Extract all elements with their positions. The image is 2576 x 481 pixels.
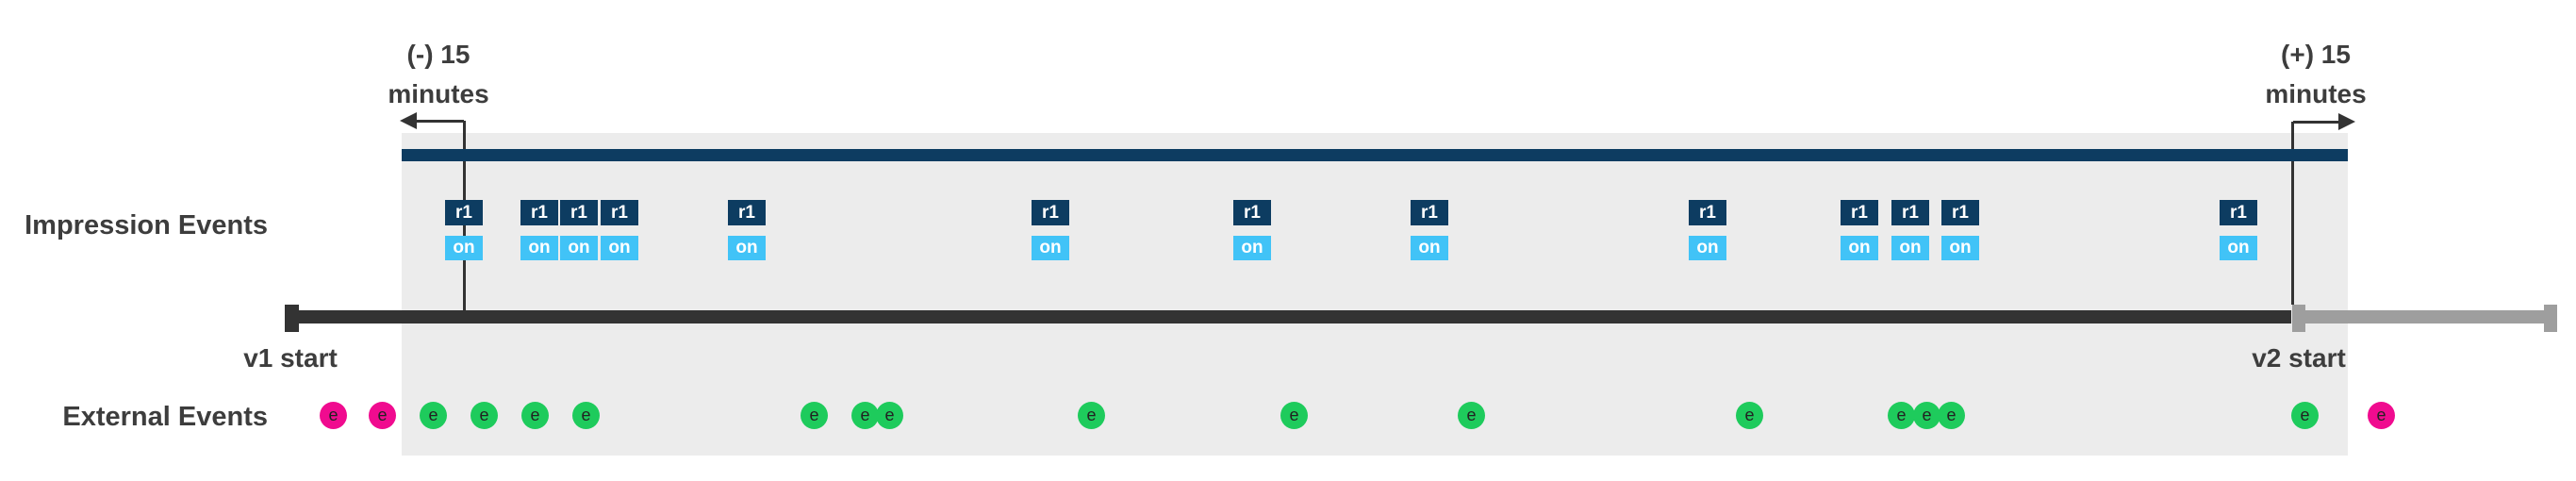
impression-state-badge: on — [728, 236, 766, 260]
impression-event-unit: r1 on — [1841, 200, 1878, 260]
impression-state-badge: on — [520, 236, 558, 260]
impression-badge: r1 — [601, 200, 638, 225]
external-event-dot: e — [1280, 402, 1308, 429]
plus-15-line2: minutes — [2265, 79, 2367, 108]
external-event-dot: e — [2368, 402, 2395, 429]
impression-events-row-label: Impression Events — [25, 210, 268, 240]
impression-state-badge: on — [2220, 236, 2257, 260]
impression-badge: r1 — [560, 200, 598, 225]
minus-15-line1: (-) 15 — [406, 40, 471, 69]
impression-badge: r1 — [1689, 200, 1726, 225]
impression-badge: r1 — [1891, 200, 1929, 225]
external-events-row-label: External Events — [62, 402, 268, 432]
external-event-dot: e — [471, 402, 498, 429]
v2-start-tick — [2292, 305, 2305, 332]
v1-start-tick — [285, 305, 299, 332]
minus-15-minutes-label: (-) 15 minutes — [344, 35, 533, 114]
impression-event-unit: r1 on — [1891, 200, 1929, 260]
impression-state-badge: on — [1411, 236, 1448, 260]
impression-state-badge: on — [1233, 236, 1271, 260]
external-event-dot: e — [1913, 402, 1940, 429]
impression-event-unit: r1 on — [1689, 200, 1726, 260]
timeline-end-tick — [2544, 305, 2557, 332]
plus-15-minutes-label: (+) 15 minutes — [2221, 35, 2410, 114]
impression-event-unit: r1 on — [601, 200, 638, 260]
plus-15-line1: (+) 15 — [2281, 40, 2351, 69]
v1-start-label: v1 start — [243, 343, 338, 373]
external-event-dot: e — [1938, 402, 1965, 429]
external-event-dot: e — [1888, 402, 1915, 429]
external-event-dot: e — [1736, 402, 1763, 429]
impression-event-unit: r1 on — [728, 200, 766, 260]
v2-timeline-bar — [2305, 310, 2544, 323]
impression-event-unit: r1 on — [1032, 200, 1069, 260]
impression-badge: r1 — [2220, 200, 2257, 225]
impression-state-badge: on — [601, 236, 638, 260]
impression-badge: r1 — [520, 200, 558, 225]
external-event-dot: e — [876, 402, 903, 429]
external-event-dot: e — [1078, 402, 1105, 429]
external-event-dot: e — [521, 402, 549, 429]
impression-state-badge: on — [445, 236, 483, 260]
impression-event-unit: r1 on — [445, 200, 483, 260]
external-event-dot: e — [420, 402, 447, 429]
impression-state-badge: on — [560, 236, 598, 260]
v1-timeline-bar — [285, 310, 2291, 323]
impression-badge: r1 — [1941, 200, 1979, 225]
impression-state-badge: on — [1941, 236, 1979, 260]
impression-state-badge: on — [1891, 236, 1929, 260]
impression-badge: r1 — [1841, 200, 1878, 225]
impression-event-unit: r1 on — [1411, 200, 1448, 260]
plus-window-connector-line — [2291, 122, 2294, 305]
impression-state-badge: on — [1841, 236, 1878, 260]
external-event-dot: e — [320, 402, 347, 429]
impression-state-badge: on — [1032, 236, 1069, 260]
impression-event-unit: r1 on — [520, 200, 558, 260]
v2-start-label: v2 start — [2252, 343, 2346, 373]
impression-event-unit: r1 on — [1941, 200, 1979, 260]
plus-window-arrow-line — [2293, 121, 2340, 124]
impression-event-unit: r1 on — [1233, 200, 1271, 260]
external-event-dot: e — [2291, 402, 2319, 429]
impression-event-unit: r1 on — [560, 200, 598, 260]
impression-event-unit: r1 on — [2220, 200, 2257, 260]
left-arrow-icon — [400, 112, 417, 129]
impression-badge: r1 — [728, 200, 766, 225]
external-event-dot: e — [369, 402, 396, 429]
analysis-window-band — [402, 133, 2348, 456]
campaign-duration-bar — [402, 149, 2348, 161]
impression-badge: r1 — [1233, 200, 1271, 225]
external-event-dot: e — [851, 402, 879, 429]
impression-badge: r1 — [1032, 200, 1069, 225]
minus-15-line2: minutes — [388, 79, 489, 108]
external-event-dot: e — [801, 402, 828, 429]
external-event-dot: e — [572, 402, 600, 429]
right-arrow-icon — [2338, 113, 2355, 130]
impression-badge: r1 — [1411, 200, 1448, 225]
impression-state-badge: on — [1689, 236, 1726, 260]
impression-badge: r1 — [445, 200, 483, 225]
external-event-dot: e — [1458, 402, 1485, 429]
minus-window-arrow-line — [415, 120, 464, 123]
